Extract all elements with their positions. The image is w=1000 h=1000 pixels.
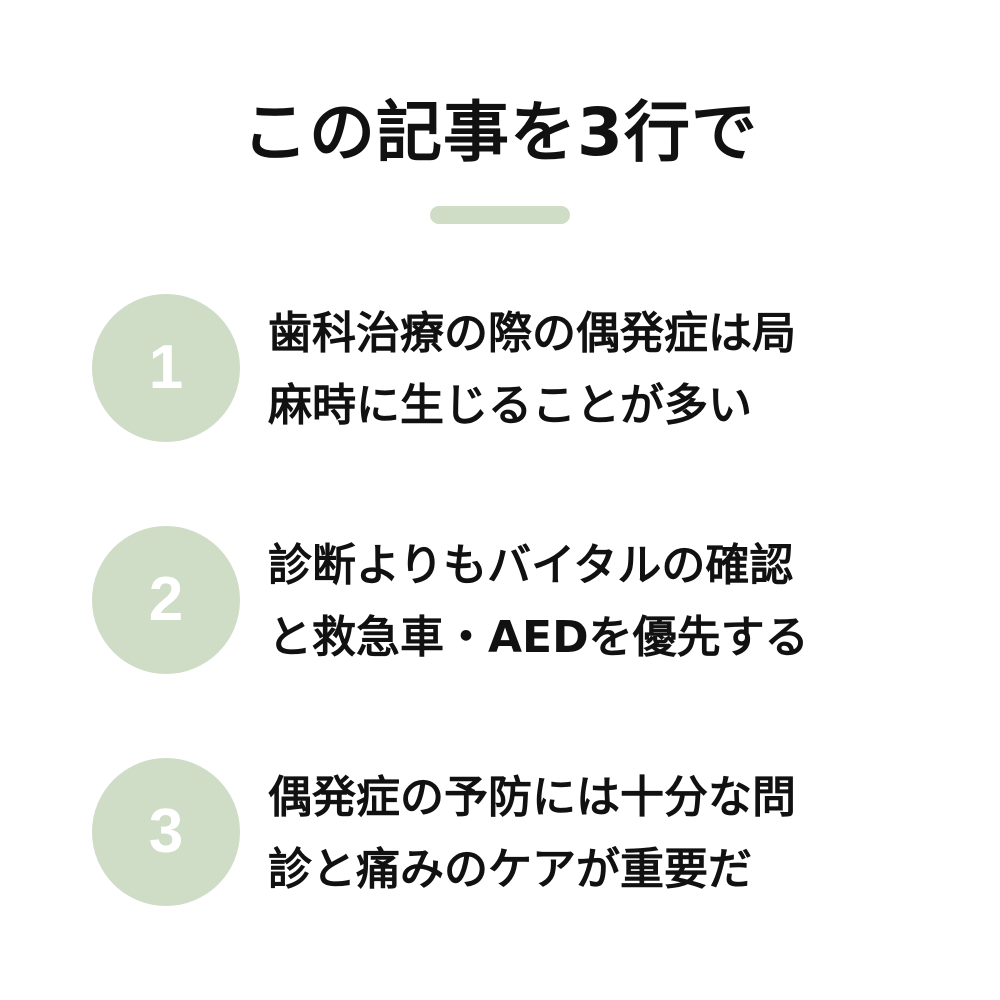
point-text-line: 診と痛みのケアが重要だ (268, 844, 752, 895)
summary-point: 2 診断よりもバイタルの確認 と救急車・AEDを優先する (92, 526, 922, 676)
point-text-line: と救急車・AEDを優先する (268, 612, 809, 663)
point-text-line: 麻時に生じることが多い (268, 380, 752, 431)
point-text: 診断よりもバイタルの確認 と救急車・AEDを優先する (268, 530, 918, 674)
point-text-line: 偶発症の予防には十分な問 (268, 772, 796, 823)
number-badge: 3 (92, 758, 240, 906)
point-text-line: 診断よりもバイタルの確認 (268, 540, 794, 591)
summary-point: 3 偶発症の予防には十分な問 診と痛みのケアが重要だ (92, 758, 922, 908)
page-title: この記事を3行で (242, 94, 758, 171)
title-divider (430, 206, 570, 224)
point-text: 歯科治療の際の偶発症は局 麻時に生じることが多い (268, 298, 918, 442)
point-number: 1 (148, 333, 184, 402)
point-text: 偶発症の予防には十分な問 診と痛みのケアが重要だ (268, 762, 918, 906)
point-number: 3 (148, 797, 184, 866)
summary-point: 1 歯科治療の際の偶発症は局 麻時に生じることが多い (92, 294, 922, 444)
number-badge: 1 (92, 294, 240, 442)
point-number: 2 (148, 565, 184, 634)
point-text-line: 歯科治療の際の偶発症は局 (268, 308, 796, 359)
number-badge: 2 (92, 526, 240, 674)
